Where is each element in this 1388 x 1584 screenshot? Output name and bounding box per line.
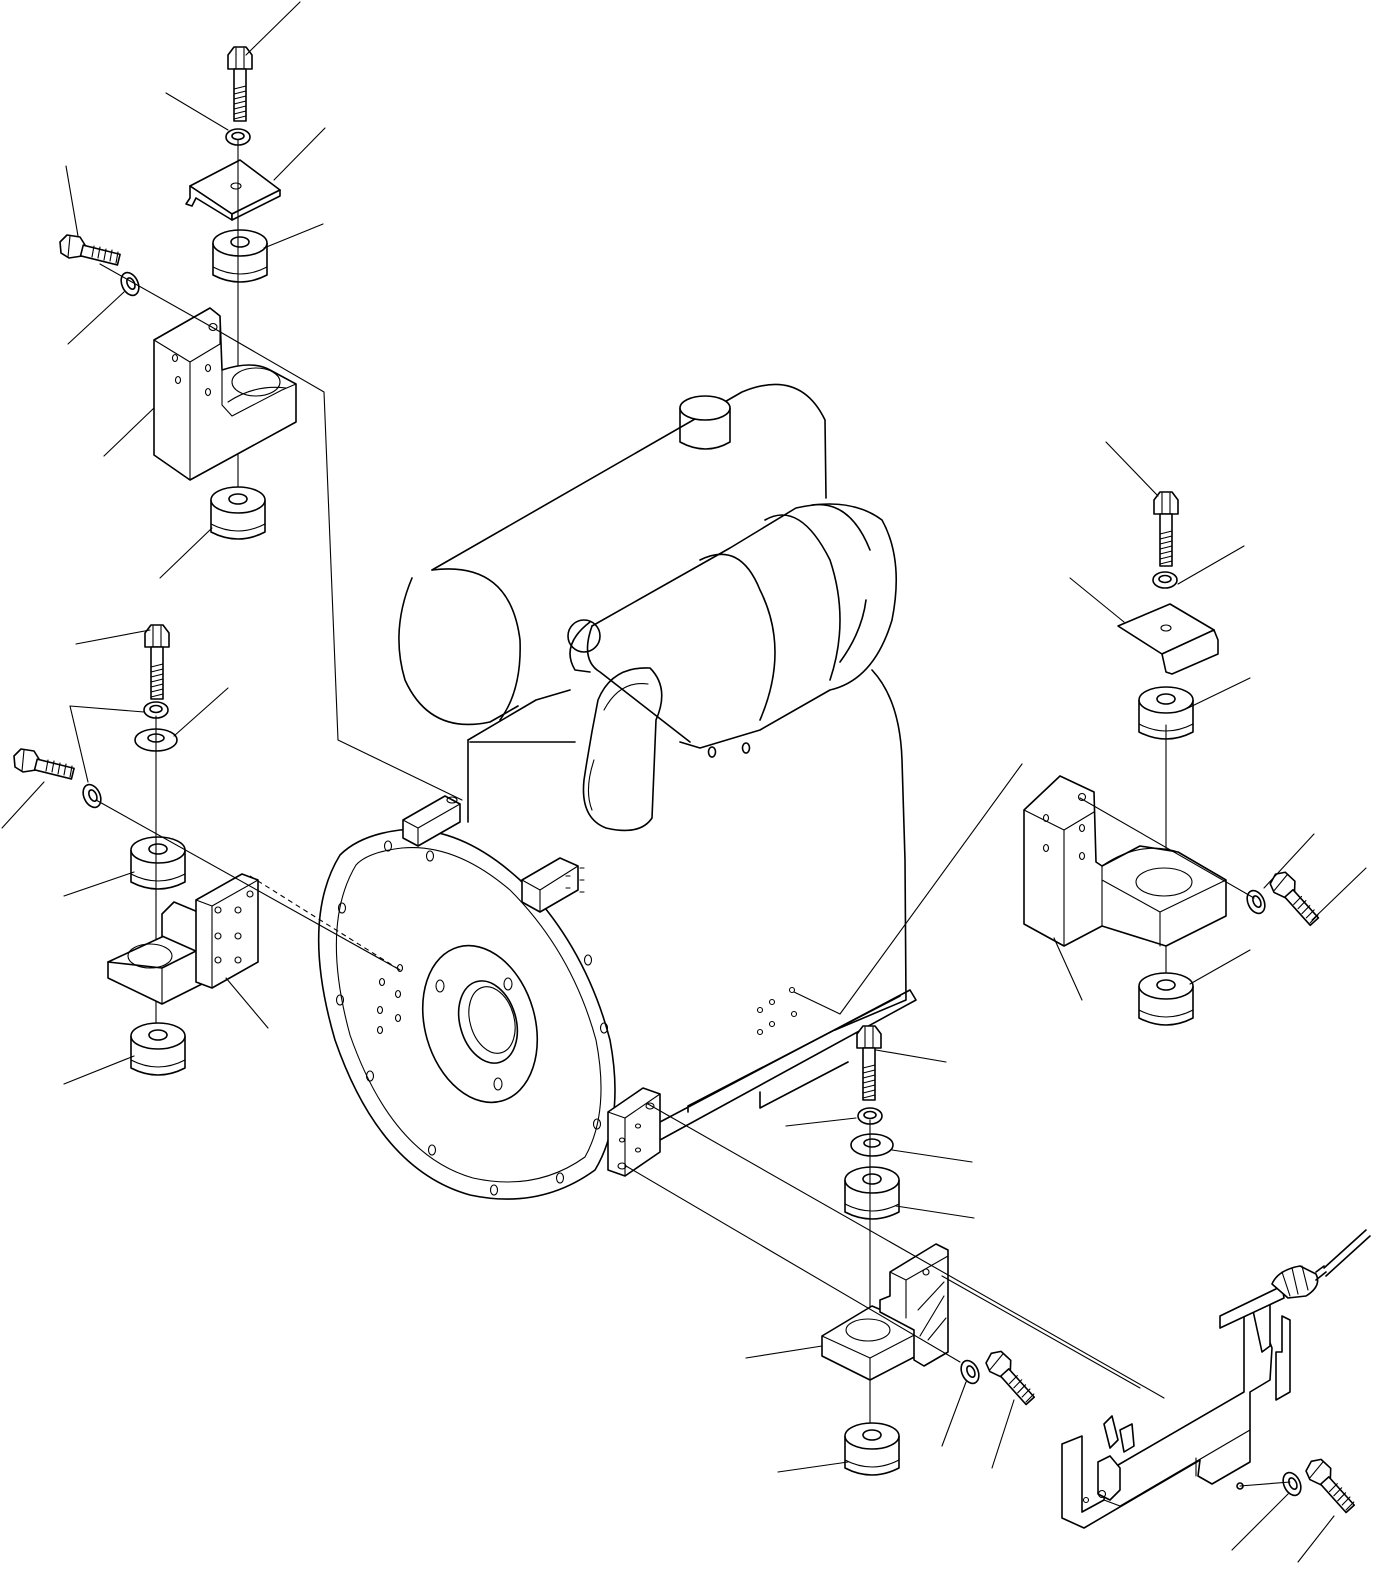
engine-body — [398, 383, 917, 1141]
flywheel-housing — [317, 795, 661, 1200]
sensor-bracket — [1061, 1229, 1371, 1529]
upper-left-plate — [185, 159, 281, 221]
mount-middle-left — [13, 624, 401, 1076]
middle-left-bracket — [107, 873, 259, 1005]
lower-front-bracket — [821, 1243, 949, 1381]
mount-right — [793, 491, 1331, 1026]
callout-leaders — [1, 1, 1367, 1563]
mount-lower-front — [625, 1025, 1165, 1476]
upper-left-bracket — [153, 307, 297, 481]
mount-upper-left — [59, 46, 463, 801]
right-plate — [1117, 603, 1219, 675]
right-bracket — [1023, 775, 1227, 947]
block-holes — [756, 986, 798, 1036]
